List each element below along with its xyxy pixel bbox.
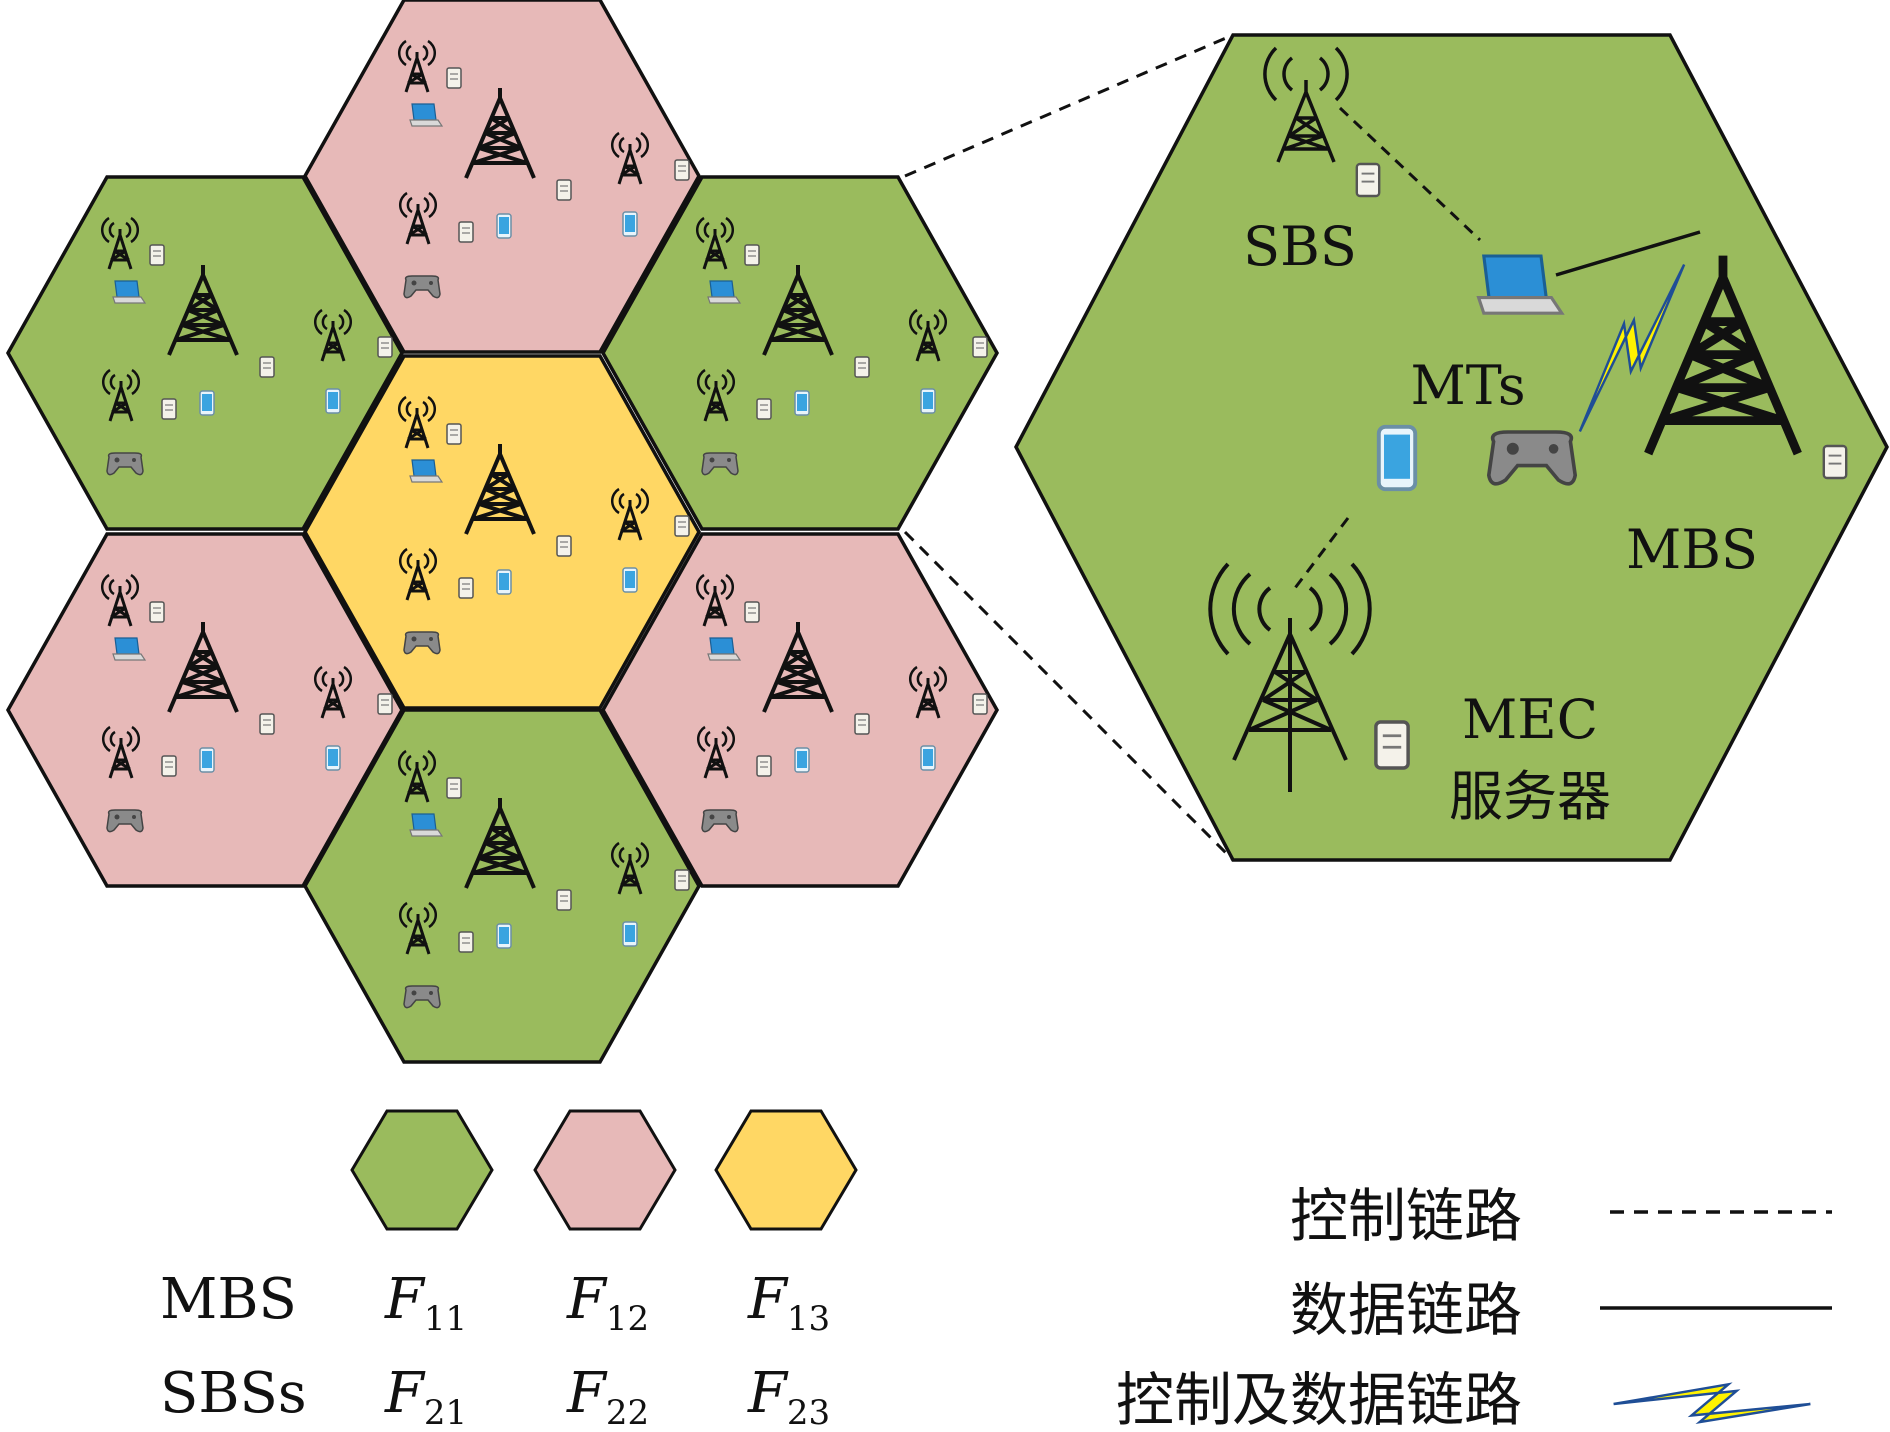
legend-lightning-icon [1612,1383,1812,1424]
cell-lower-right [600,532,1000,888]
mec-sbs-tower-icon [1208,562,1372,792]
control-link-phone-sbs [1290,517,1350,593]
server-icon [556,179,572,201]
zoomed-cell: SBS MBS MTs MEC 服务器 [1014,33,1889,862]
phone-icon [920,745,936,771]
server-icon [149,244,165,266]
hexagon-cluster [5,0,1000,1064]
legend-both-link-label: 控制及数据链路 [1116,1366,1522,1432]
data-link-laptop-mbs [1555,230,1701,277]
freq-sbs-f3: F23 [747,1361,830,1432]
server-icon [446,423,462,445]
server-icon [556,889,572,911]
server-icon [674,869,690,891]
phone-icon [1376,424,1418,492]
server-icon [756,398,772,420]
zoom-connector-top [904,33,1234,178]
zoomed-cell-hexagon [1014,33,1889,862]
server-icon [458,577,474,599]
server-icon [458,931,474,953]
phone-icon [794,390,810,416]
server-icon [756,755,772,777]
sbs-server-icon [1355,162,1381,198]
control-link-sbs-laptop [1338,106,1482,242]
mbs-server-icon [1822,444,1848,480]
server-icon [972,693,988,715]
freq-sbs-f1: F21 [384,1361,467,1432]
cell-top [302,0,702,354]
frequency-legend: MBS SBSs F11 F12 F13 F21 F22 F23 [160,1109,858,1432]
phone-icon [325,745,341,771]
legend-swatch-f1 [350,1109,494,1231]
sbs-tower-icon [1263,46,1349,163]
server-icon [446,67,462,89]
server-icon [556,535,572,557]
freq-mbs-f1: F11 [384,1267,467,1339]
server-icon [377,336,393,358]
server-icon [259,713,275,735]
legend-data-link-label: 数据链路 [1290,1276,1522,1344]
zoom-connector-bottom [903,530,1235,862]
cell-center [302,354,702,710]
phone-icon [496,569,512,595]
link-legend: 控制链路 数据链路 控制及数据链路 [1116,1182,1832,1432]
phone-icon [496,923,512,949]
phone-icon [496,213,512,239]
phone-icon [622,211,638,237]
sbs-label: SBS [1243,215,1357,278]
server-icon [377,693,393,715]
phone-icon [199,390,215,416]
server-icon [744,244,760,266]
server-icon [972,336,988,358]
server-icon [446,777,462,799]
server-icon [674,515,690,537]
phone-icon [622,921,638,947]
server-icon [854,356,870,378]
server-icon [149,601,165,623]
cell-upper-left [5,175,405,531]
server-icon [259,356,275,378]
legend-swatch-f3 [714,1109,858,1231]
server-icon [161,755,177,777]
cell-upper-right [600,175,1000,531]
server-icon [458,221,474,243]
legend-row-mbs: MBS [160,1267,297,1332]
freq-mbs-f3: F13 [747,1267,830,1339]
phone-icon [622,567,638,593]
mec-label-line1: MEC [1462,688,1598,751]
server-icon [744,601,760,623]
mbs-label: MBS [1626,518,1758,581]
freq-mbs-f2: F12 [566,1267,649,1339]
server-icon [674,159,690,181]
mts-label: MTs [1410,354,1525,417]
mec-server-icon [1374,720,1410,770]
phone-icon [199,747,215,773]
legend-swatch-f2 [533,1109,677,1231]
server-icon [161,398,177,420]
phone-icon [794,747,810,773]
server-icon [854,713,870,735]
phone-icon [325,388,341,414]
freq-sbs-f2: F22 [566,1361,649,1432]
cell-bottom [302,708,702,1064]
mec-label-line2: 服务器 [1449,765,1611,828]
phone-icon [920,388,936,414]
legend-row-sbs: SBSs [160,1361,307,1426]
legend-control-link-label: 控制链路 [1290,1182,1522,1250]
